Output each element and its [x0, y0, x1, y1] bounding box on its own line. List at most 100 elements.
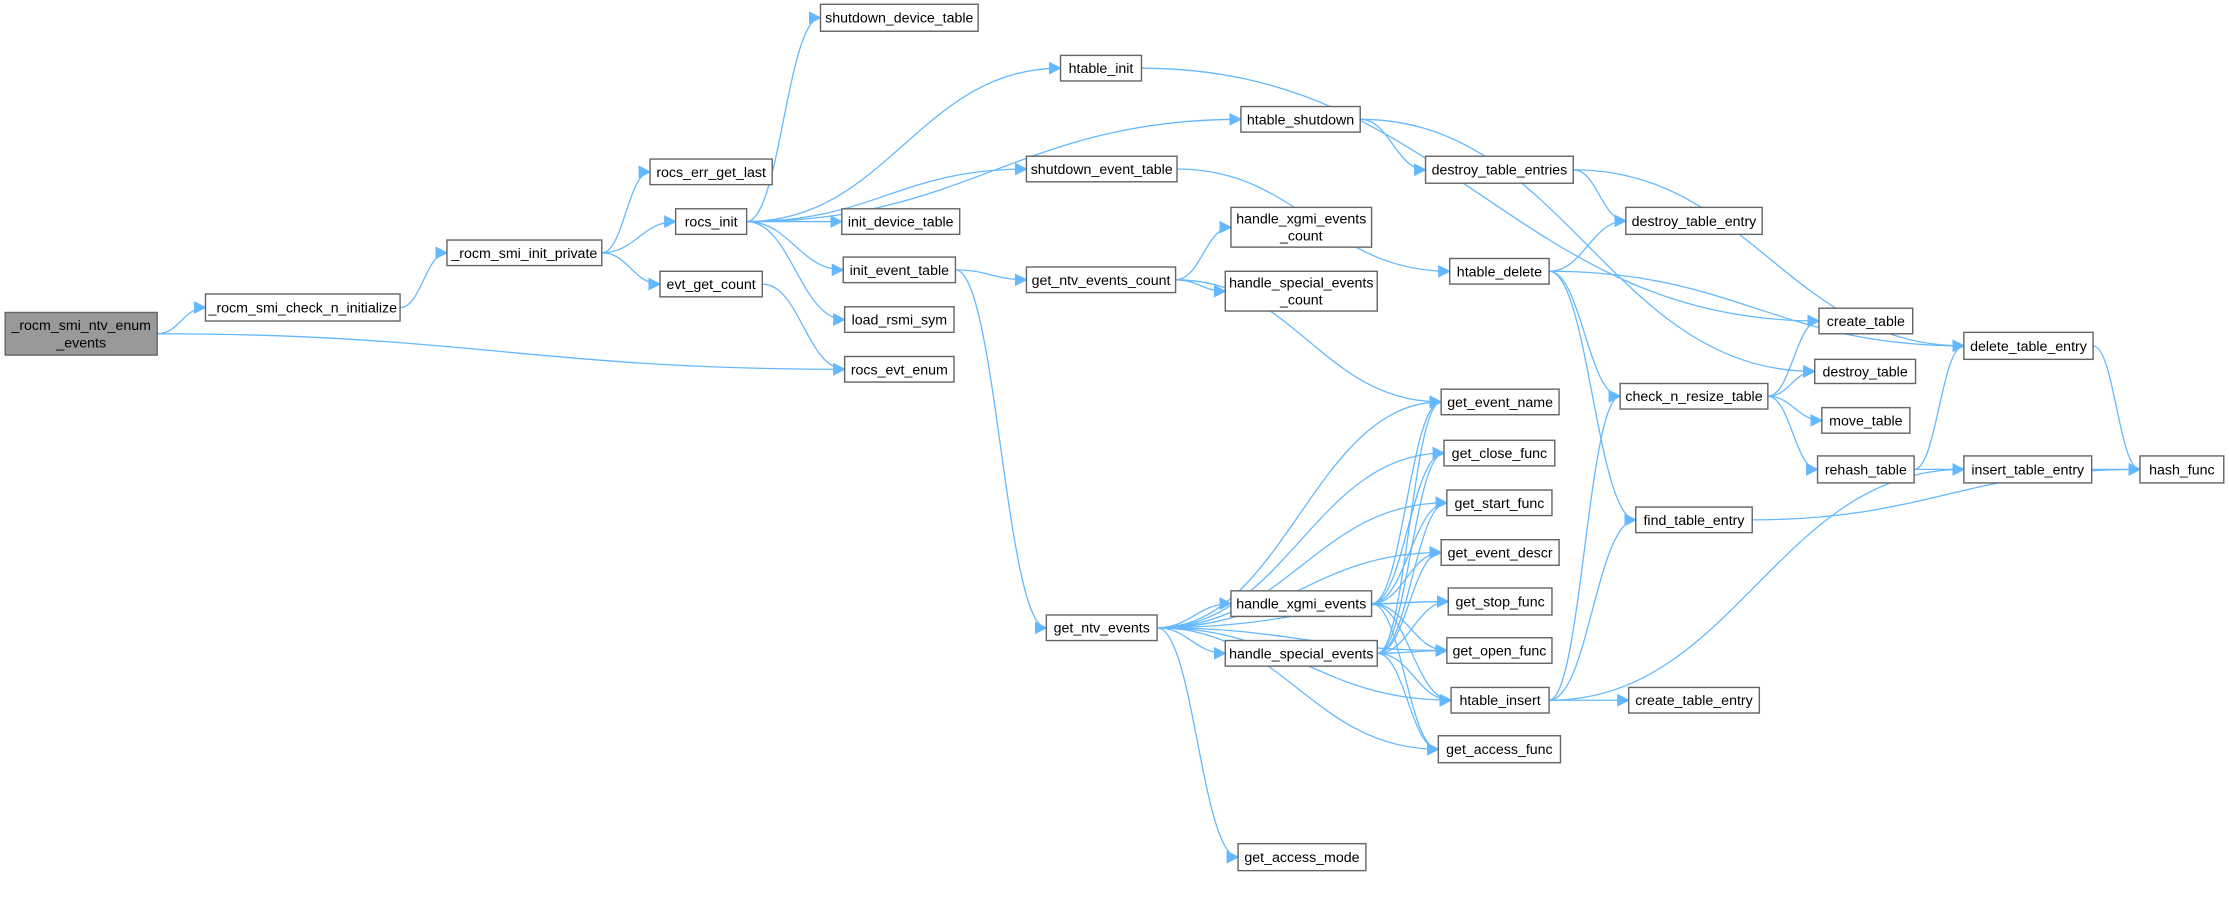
node-get-access-mode[interactable]: get_access_mode — [1237, 842, 1367, 872]
node-label: get_start_func — [1454, 496, 1544, 512]
node-box — [1816, 455, 1915, 484]
node-label: _rocm_smi_ntv_enum — [10, 318, 151, 334]
node-box — [659, 270, 763, 298]
node-get-start-func[interactable]: get_start_func — [1446, 489, 1553, 517]
node-get-access-func[interactable]: get_access_func — [1437, 735, 1562, 764]
node-box — [1450, 686, 1550, 714]
node-htable-shutdown[interactable]: htable_shutdown — [1240, 105, 1361, 133]
call-edge-delete_table_entry-to-hash_func — [2092, 345, 2142, 476]
node-get-open-func[interactable]: get_open_func — [1446, 637, 1553, 664]
call-edge-get_ntv_events-to-get_event_name — [1157, 395, 1443, 629]
call-edge-get_ntv_events-to-get_open_func — [1157, 627, 1449, 657]
node-box — [1447, 587, 1553, 616]
node-box — [841, 208, 961, 236]
node-box — [1224, 270, 1378, 312]
node-root[interactable]: _rocm_smi_ntv_enum_events — [4, 311, 158, 356]
call-edge-check_n_resize_table-to-rehash_table — [1767, 395, 1819, 476]
node-htable-insert[interactable]: htable_insert — [1450, 686, 1550, 714]
node-shutdown-device-table[interactable]: shutdown_device_table — [819, 3, 979, 32]
node-create-table[interactable]: create_table — [1818, 307, 1914, 335]
node-box — [1437, 735, 1562, 764]
node-htable-delete[interactable]: htable_delete — [1448, 257, 1550, 285]
node-rocs-init[interactable]: rocs_init — [674, 208, 748, 236]
node-label: handle_special_events — [1229, 276, 1373, 292]
node-box — [1440, 539, 1560, 566]
node-label: init_event_table — [850, 263, 949, 279]
node-label: handle_xgmi_events — [1236, 597, 1366, 613]
node-box — [842, 256, 957, 284]
call-edge-root-to-rocs_evt_enum — [157, 333, 846, 376]
call-edge-get_ntv_events_count-to-get_event_name — [1175, 279, 1443, 409]
node-init-device-table[interactable]: init_device_table — [841, 208, 961, 236]
node-label: _count — [1279, 229, 1323, 245]
node-get-ntv-events[interactable]: get_ntv_events — [1045, 614, 1158, 642]
call-edge-init_private-to-rocs_init — [601, 215, 677, 254]
node-htable-init[interactable]: htable_init — [1059, 54, 1143, 82]
node-handle-special-events-count[interactable]: handle_special_events_count — [1224, 270, 1378, 312]
call-edge-handle_special_events-to-get_stop_func — [1377, 595, 1450, 654]
node-delete-table-entry[interactable]: delete_table_entry — [1963, 331, 2094, 361]
node-destroy-table-entry[interactable]: destroy_table_entry — [1625, 206, 1763, 236]
node-label: get_event_name — [1447, 395, 1553, 411]
call-edge-handle_special_events-to-get_open_func — [1377, 644, 1449, 657]
node-create-table-entry[interactable]: create_table_entry — [1627, 686, 1761, 714]
call-edge-rehash_table-to-delete_table_entry — [1913, 339, 1966, 471]
node-label: get_ntv_events — [1054, 621, 1150, 637]
call-edge-handle_special_events-to-get_event_descr — [1377, 546, 1443, 654]
node-label: get_open_func — [1452, 643, 1546, 659]
node-handle-xgmi-events[interactable]: handle_xgmi_events — [1230, 590, 1373, 618]
node-handle-special-events[interactable]: handle_special_events — [1224, 639, 1378, 667]
node-init-private[interactable]: _rocm_smi_init_private — [446, 239, 603, 267]
call-edge-init_event_table-to-get_ntv_events_count — [955, 269, 1028, 287]
call-edge-htable_insert-to-check_n_resize_table — [1548, 389, 1622, 701]
node-shutdown-event-table[interactable]: shutdown_event_table — [1025, 155, 1178, 183]
node-label: _events — [55, 335, 106, 351]
node-rocs-evt-enum[interactable]: rocs_evt_enum — [843, 355, 955, 383]
call-edge-rocs_init-to-init_event_table — [746, 220, 845, 277]
call-edge-htable_init-to-create_table — [1141, 67, 1821, 328]
node-get-event-name[interactable]: get_event_name — [1440, 388, 1560, 416]
node-find-table-entry[interactable]: find_table_entry — [1635, 506, 1753, 534]
node-hash-func[interactable]: hash_func — [2139, 455, 2225, 484]
call-edge-htable_insert-to-find_table_entry — [1549, 513, 1638, 701]
node-box — [4, 311, 158, 356]
call-edge-htable_shutdown-to-destroy_table_entries — [1360, 118, 1427, 177]
node-evt-get-count[interactable]: evt_get_count — [659, 270, 763, 298]
node-get-close-func[interactable]: get_close_func — [1443, 439, 1556, 467]
node-label: htable_delete — [1457, 264, 1542, 280]
node-rocs-err-get-last[interactable]: rocs_err_get_last — [649, 158, 773, 186]
node-box — [1963, 331, 2094, 361]
node-init-event-table[interactable]: init_event_table — [842, 256, 957, 284]
node-box — [1821, 406, 1911, 434]
node-handle-xgmi-events-count[interactable]: handle_xgmi_events_count — [1230, 206, 1373, 248]
node-rehash-table[interactable]: rehash_table — [1816, 455, 1915, 484]
node-label: _rocm_smi_check_n_initialize — [208, 300, 398, 316]
node-get-event-descr[interactable]: get_event_descr — [1440, 539, 1560, 566]
call-edge-check_n_resize_table-to-move_table — [1767, 395, 1824, 427]
call-edge-check_n_initialize-to-init_private — [399, 246, 449, 309]
node-label: htable_shutdown — [1247, 112, 1354, 128]
node-label: create_table — [1827, 314, 1905, 330]
call-edge-get_ntv_events-to-get_close_func — [1157, 446, 1446, 629]
node-check-n-initialize[interactable]: _rocm_smi_check_n_initialize — [204, 293, 401, 322]
node-check-n-resize-table[interactable]: check_n_resize_table — [1619, 382, 1769, 410]
node-label: destroy_table_entry — [1632, 214, 1758, 230]
node-move-table[interactable]: move_table — [1821, 406, 1911, 434]
node-box — [1045, 614, 1158, 642]
node-destroy-table-entries[interactable]: destroy_table_entries — [1424, 155, 1574, 184]
node-box — [1240, 105, 1361, 133]
node-destroy-table[interactable]: destroy_table — [1814, 358, 1917, 385]
node-label: rehash_table — [1825, 462, 1907, 478]
node-get-ntv-events-count[interactable]: get_ntv_events_count — [1025, 266, 1177, 294]
node-box — [1446, 637, 1553, 664]
call-edge-handle_special_events-to-get_close_func — [1377, 446, 1446, 654]
call-edge-get_ntv_events-to-get_access_mode — [1157, 627, 1240, 864]
node-get-stop-func[interactable]: get_stop_func — [1447, 587, 1553, 616]
node-box — [1237, 842, 1367, 872]
node-label: shutdown_event_table — [1031, 162, 1173, 178]
node-load-rsmi-sym[interactable]: load_rsmi_sym — [843, 306, 955, 334]
node-insert-table-entry[interactable]: insert_table_entry — [1963, 455, 2093, 484]
node-box — [1224, 639, 1378, 667]
call-edge-rocs_init-to-load_rsmi_sym — [746, 220, 846, 326]
